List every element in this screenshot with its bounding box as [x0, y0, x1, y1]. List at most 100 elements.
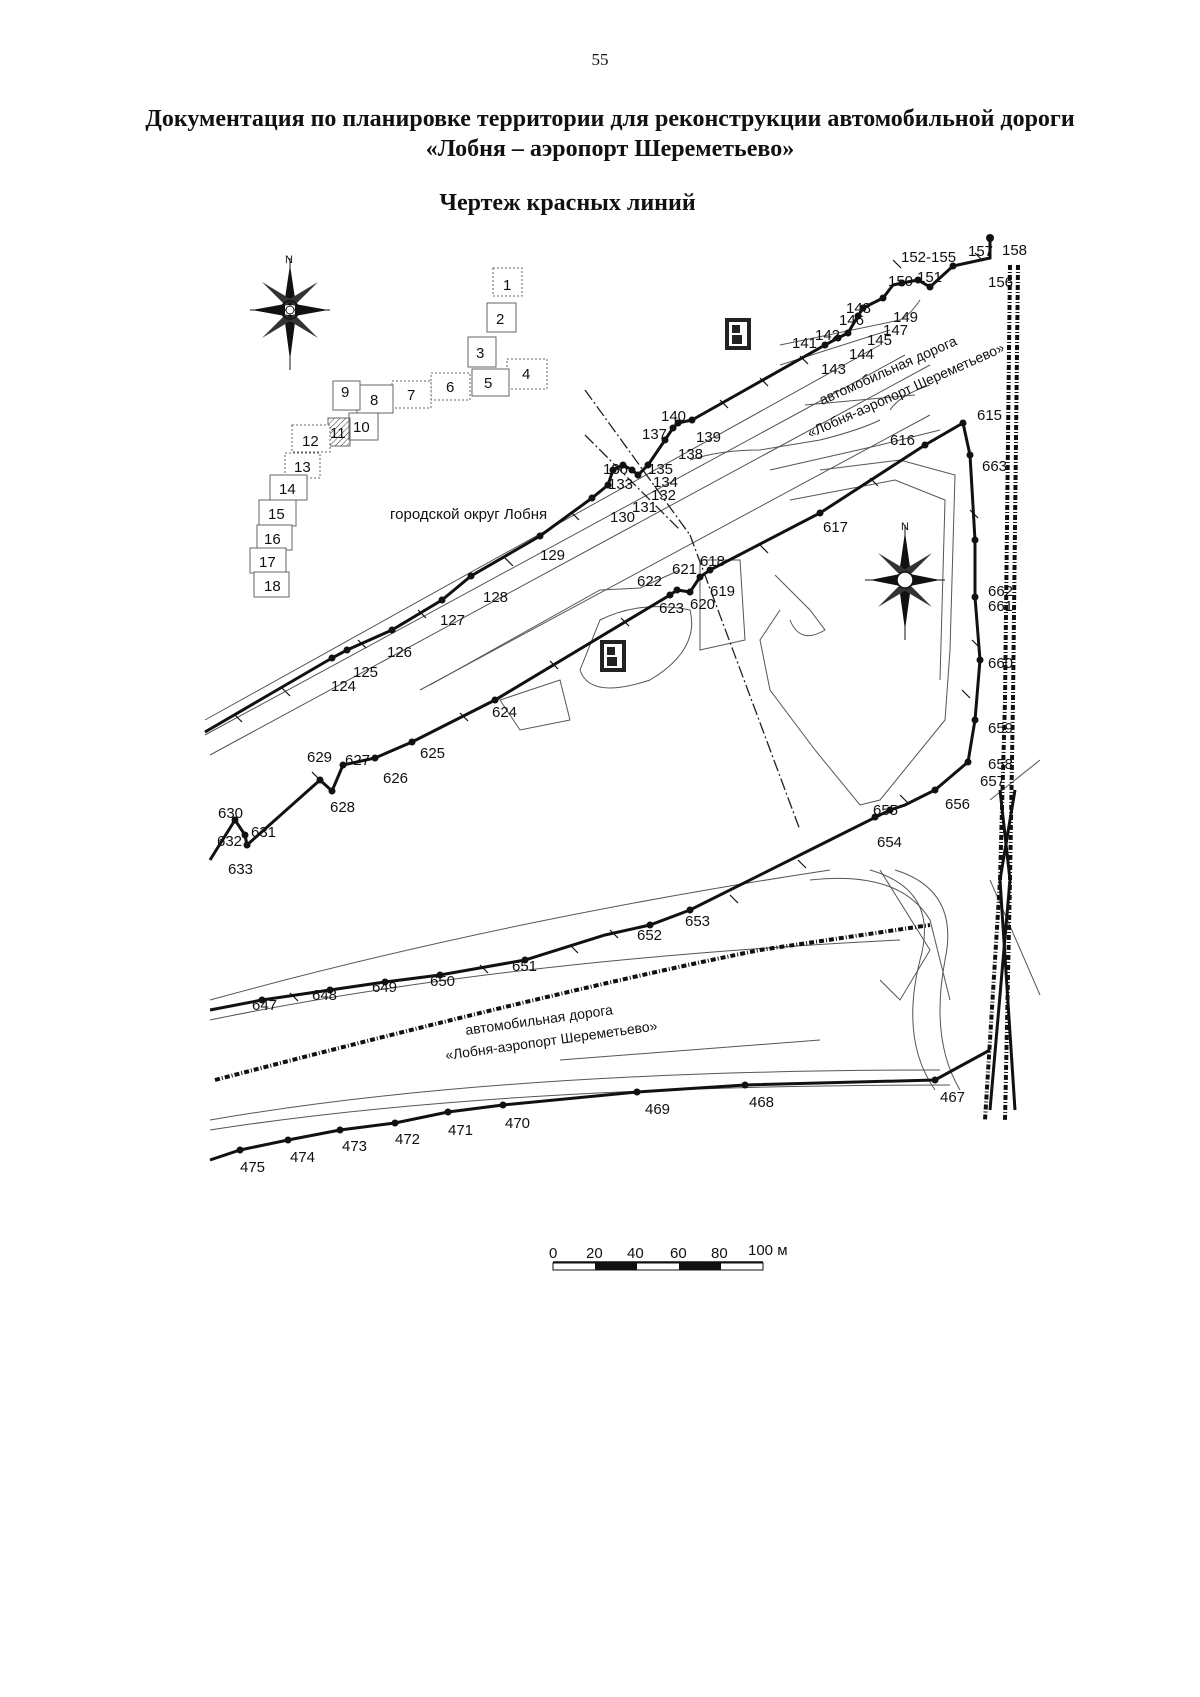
point-label-130: 130 [610, 509, 635, 526]
page-number: 55 [591, 50, 609, 69]
sheet-label-10: 10 [353, 419, 370, 436]
sheet-label-12: 12 [302, 433, 319, 450]
point-label-474: 474 [290, 1149, 315, 1166]
point-label-618: 618 [700, 553, 725, 570]
point-label-124: 124 [331, 678, 356, 695]
point-label-652: 652 [637, 927, 662, 944]
point-label-659: 659 [988, 720, 1013, 737]
sheet-label-6: 6 [446, 379, 454, 396]
point-label-139: 139 [696, 429, 721, 446]
scale-tick-60: 60 [670, 1245, 687, 1262]
sheet-label-4: 4 [522, 366, 530, 383]
point-label-472: 472 [395, 1131, 420, 1148]
point-label-653: 653 [685, 913, 710, 930]
document-title: Документация по планировке территории дл… [60, 104, 1160, 164]
compass-north-label: N [285, 254, 293, 266]
sheet-label-9: 9 [341, 384, 349, 401]
point-label-660: 660 [988, 655, 1013, 672]
point-label-623: 623 [659, 600, 684, 617]
point-label-656: 656 [945, 796, 970, 813]
point-label-142: 142 [815, 327, 840, 344]
sheet-label-3: 3 [476, 345, 484, 362]
point-label-663: 663 [982, 458, 1007, 475]
point-label-134: 134 [653, 474, 678, 491]
point-label-633: 633 [228, 861, 253, 878]
sheet-label-2: 2 [496, 311, 504, 328]
point-labels: 152-155 157 158 150 151 156 148 146 149 … [217, 242, 1027, 1176]
sheet-label-5: 5 [484, 375, 492, 392]
compass-rose-icon-inner: N [865, 521, 945, 640]
point-label-138: 138 [678, 446, 703, 463]
point-label-619: 619 [710, 583, 735, 600]
scale-tick-40: 40 [627, 1245, 644, 1262]
scale-tick-20: 20 [586, 1245, 603, 1262]
point-label-125: 125 [353, 664, 378, 681]
fuel-station-icon-2 [600, 640, 626, 672]
point-label-126: 126 [387, 644, 412, 661]
point-label-655: 655 [873, 802, 898, 819]
sheet-label-14: 14 [279, 481, 296, 498]
point-label-135: 135 [648, 461, 673, 478]
point-label-467: 467 [940, 1089, 965, 1106]
point-label-133: 133 [608, 476, 633, 493]
point-label-147: 147 [883, 322, 908, 339]
point-label-144: 144 [849, 346, 874, 363]
point-label-624: 624 [492, 704, 517, 721]
point-label-658: 658 [988, 756, 1013, 773]
point-label-129: 129 [540, 547, 565, 564]
sheet-label-8: 8 [370, 392, 378, 409]
point-label-143: 143 [821, 361, 846, 378]
point-label-471: 471 [448, 1122, 473, 1139]
point-label-150: 150 [888, 273, 913, 290]
sheet-label-18: 18 [264, 578, 281, 595]
scale-tick-0: 0 [549, 1245, 557, 1262]
scale-tick-100: 100 м [748, 1242, 788, 1259]
point-label-625: 625 [420, 745, 445, 762]
point-label-469: 469 [645, 1101, 670, 1118]
base-lines [204, 299, 1041, 1131]
point-label-632: 632 [217, 833, 242, 850]
scale-tick-80: 80 [711, 1245, 728, 1262]
point-label-128: 128 [483, 589, 508, 606]
point-label-662: 662 [988, 583, 1013, 600]
point-label-137: 137 [642, 426, 667, 443]
point-label-127: 127 [440, 612, 465, 629]
compass-rose-icon: N [250, 254, 330, 370]
fuel-station-icon [725, 318, 751, 350]
point-label-156: 156 [988, 274, 1013, 291]
scale-bar: 0 20 40 60 80 100 м [549, 1242, 788, 1271]
point-label-626: 626 [383, 770, 408, 787]
sheet-label-15: 15 [268, 506, 285, 523]
point-label-654: 654 [877, 834, 902, 851]
point-label-620: 620 [690, 596, 715, 613]
sheet-label-1: 1 [503, 277, 511, 294]
railway-lines [214, 264, 1020, 1121]
point-label-136: 136 [603, 461, 628, 478]
main-road-lines [988, 789, 1017, 1111]
point-label-131: 131 [632, 499, 657, 516]
point-label-141: 141 [792, 335, 817, 352]
red-line-vertices [231, 234, 994, 1154]
point-label-651: 651 [512, 958, 537, 975]
point-label-631: 631 [251, 824, 276, 841]
municipality-label: городской округ Лобня [390, 506, 547, 523]
sheet-index-labels: 1 2 3 4 5 6 7 8 9 10 11 12 13 14 15 16 1… [259, 277, 530, 595]
point-label-158: 158 [1002, 242, 1027, 259]
point-label-647: 647 [252, 997, 277, 1014]
point-label-146: 146 [839, 312, 864, 329]
point-label-629: 629 [307, 749, 332, 766]
point-label-649: 649 [372, 979, 397, 996]
point-label-148: 148 [846, 300, 871, 317]
point-label-630: 630 [218, 805, 243, 822]
point-label-470: 470 [505, 1115, 530, 1132]
sheet-index [249, 267, 548, 598]
compass-inner-north-label: N [901, 521, 909, 533]
point-label-648: 648 [312, 987, 337, 1004]
point-label-157: 157 [968, 243, 993, 260]
boundary-lines [584, 389, 801, 831]
point-label-145: 145 [867, 332, 892, 349]
point-label-475: 475 [240, 1159, 265, 1176]
point-label-468: 468 [749, 1094, 774, 1111]
sheet-label-16: 16 [264, 531, 281, 548]
point-label-628: 628 [330, 799, 355, 816]
